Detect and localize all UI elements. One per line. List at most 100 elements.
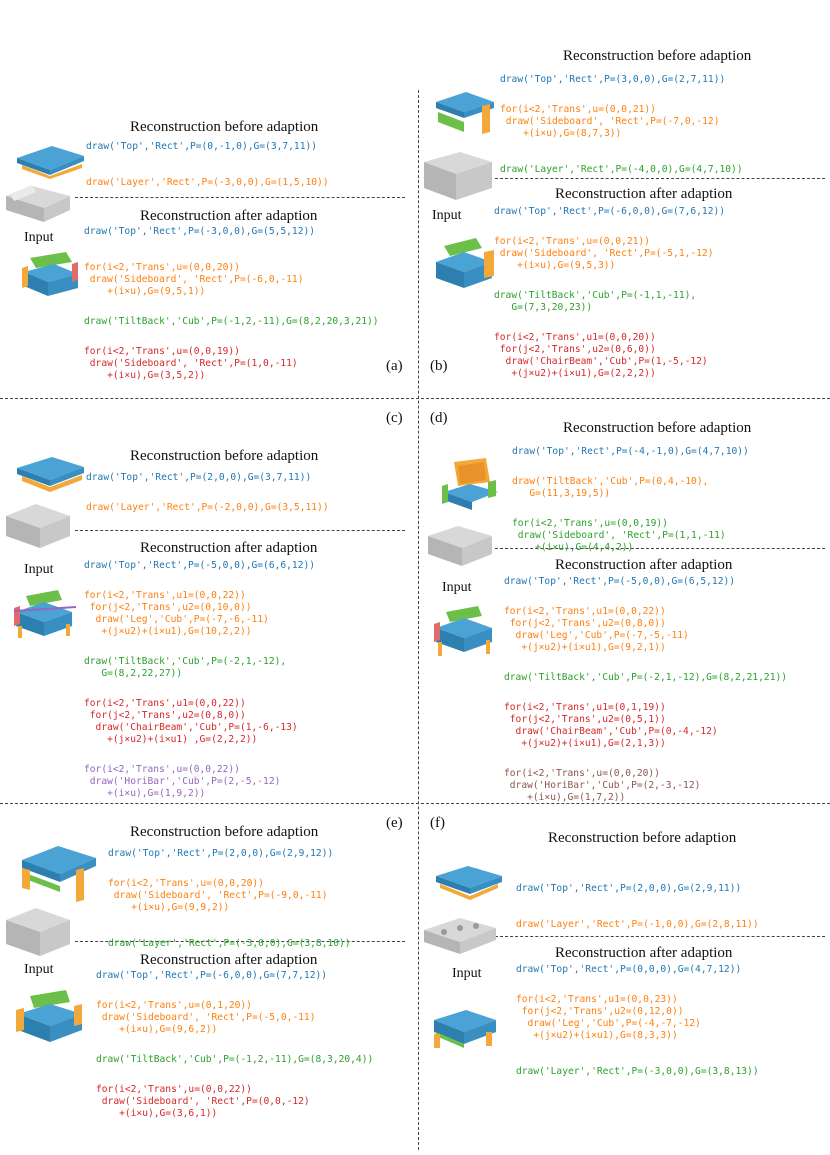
panel-d-before-code-line: G=(11,3,19,5)) [512,488,611,499]
panel-b-input-label: Input [432,208,462,223]
panel-f-label: (f) [430,815,445,831]
panel-d-after-code-line: for(j<2,'Trans',u2=(0,5,1)) [504,714,666,725]
panel-c-label: (c) [386,410,403,426]
panel-b-before-code-line: draw('Layer','Rect',P=(-4,0,0),G=(4,7,10… [500,164,743,175]
panel-d-after-code-line: draw('ChairBeam','Cub',P=(0,-4,-12) [504,726,718,737]
panel-d-after-code-line: draw('Top','Rect',P=(-5,0,0),G=(6,5,12)) [504,576,736,587]
row-separator-2 [0,803,830,804]
panel-c-after-heading: Reconstruction after adaption [140,540,318,556]
panel-c-before-code-line: draw('Top','Rect',P=(2,0,0),G=(3,7,11)) [86,472,312,483]
panel-d-after-code-line: draw('HoriBar','Cub',P=(2,-3,-12) [504,780,701,791]
panel-d-input-label: Input [442,580,472,595]
panel-a-input-render [6,185,70,222]
panel-e-before-code-line: draw('Top','Rect',P=(2,0,0),G=(2,9,12)) [108,848,334,859]
panel-e-input-render [6,908,70,956]
panel-e-before-code-line: draw('Layer','Rect',P=(-3,0,0),G=(3,8,10… [108,938,351,949]
panel-c-after-code-line: draw('Top','Rect',P=(-5,0,0),G=(6,6,12)) [84,560,316,571]
panel-d-after-code-line: +(i×u),G=(1,7,2)) [504,792,626,803]
panel-f-before-code-line: draw('Top','Rect',P=(2,0,0),G=(2,9,11)) [516,883,742,894]
panel-b-after-code-line: draw('Sideboard', 'Rect',P=(-5,1,-12) [494,248,714,259]
panel-d-label: (d) [430,410,448,426]
panel-b-after-code-line: draw('TiltBack','Cub',P=(-1,1,-11), [494,290,697,301]
panel-b-after-code-line: for(i<2,'Trans',u1=(0,0,20)) [494,332,656,343]
panel-f-after-code-line: +(j×u2)+(i×u1),G=(8,3,3)) [516,1030,678,1041]
panel-b-before-render [436,92,494,134]
panel-f-before-code-line: draw('Layer','Rect',P=(-1,0,0),G=(2,8,11… [516,919,759,930]
panel-b-before-code-line: for(i<2,'Trans',u=(0,0,21)) [500,104,656,115]
panel-e-after-code-line: draw('Sideboard', 'Rect',P=(-5,0,-11) [96,1012,316,1023]
panel-a-after-code-line: for(i<2,'Trans',u=(0,0,20)) [84,262,240,273]
panel-a-input-label: Input [24,230,54,245]
panel-a-before-heading: Reconstruction before adaption [130,119,319,135]
panel-f-after-code-line: draw('Leg','Cub',P=(-4,-7,-12) [516,1018,701,1029]
panel-a-after-code-line: +(i×u),G=(3,5,2)) [84,370,206,381]
panel-e-after-code-line: draw('Top','Rect',P=(-6,0,0),G=(7,7,12)) [96,970,328,981]
panel-f-divider [495,936,825,937]
panel-a-before-code-line: draw('Top','Rect',P=(0,-1,0),G=(3,7,11)) [86,141,318,152]
vertical-separator [418,90,419,1150]
panel-b-after-code-line: G=(7,3,20,23)) [494,302,593,313]
panel-b-label: (b) [430,358,448,374]
panel-c-after-code-line: +(i×u),G=(1,9,2)) [84,788,206,799]
row-separator-1 [0,398,830,399]
panel-e-before-code-line: +(i×u),G=(9,9,2)) [108,902,230,913]
panel-b-before-code-line: +(i×u),G=(8,7,3)) [500,128,622,139]
panel-d-after-code-line: for(j<2,'Trans',u2=(0,8,0)) [504,618,666,629]
panel-d-before-code-line: draw('TiltBack','Cub',P=(0,4,-10), [512,476,709,487]
panel-f-before-heading: Reconstruction before adaption [548,830,737,846]
panel-d-before-code-line: for(i<2,'Trans',u=(0,0,19)) [512,518,668,529]
panel-a-after-code-line: draw('Sideboard', 'Rect',P=(1,0,-11) [84,358,298,369]
panel-d-after-heading: Reconstruction after adaption [555,557,733,573]
panel-d-after-code-line: for(i<2,'Trans',u=(0,0,20)) [504,768,660,779]
panel-a-after-render [22,252,78,296]
panel-d-before-render [442,458,498,510]
panel-c-input-render [6,504,70,548]
panel-f-after-code-line: draw('Top','Rect',P=(0,0,0),G=(4,7,12)) [516,964,742,975]
panel-f-after-heading: Reconstruction after adaption [555,945,733,961]
panel-b-after-heading: Reconstruction after adaption [555,186,733,202]
panel-e-divider [75,941,405,942]
panel-c-after-code-line: for(i<2,'Trans',u1=(0,0,22)) [84,698,246,709]
panel-e-after-code-line: +(i×u),G=(3,6,1)) [96,1108,218,1119]
panel-b-before-heading: Reconstruction before adaption [563,48,752,64]
panel-e-after-code-line: for(i<2,'Trans',u=(0,0,22)) [96,1084,252,1095]
panel-a-before-code-line: draw('Layer','Rect',P=(-3,0,0),G=(1,5,10… [86,177,329,188]
panel-a-after-code-line: +(i×u),G=(9,5,1)) [84,286,206,297]
panel-d-after-code-line: draw('TiltBack','Cub',P=(-2,1,-12),G=(8,… [504,672,788,683]
panel-b-input-render [424,152,492,200]
panel-c-input-label: Input [24,562,54,577]
panel-c-divider [75,530,405,531]
panel-d-after-code-line: for(i<2,'Trans',u1=(0,1,19)) [504,702,666,713]
panel-e-before-code-line: for(i<2,'Trans',u=(0,0,20)) [108,878,264,889]
panel-e-before-render [22,846,96,902]
panel-c-after-code-line: for(j<2,'Trans',u2=(0,10,0)) [84,602,252,613]
panel-e-after-code-line: draw('Sideboard', 'Rect',P=(0,0,-12) [96,1096,310,1107]
panel-c-after-code-line: draw('TiltBack','Cub',P=(-2,1,-12), [84,656,287,667]
panel-d-input-render [428,526,492,566]
panel-a-after-code-line: draw('Sideboard', 'Rect',P=(-6,0,-11) [84,274,304,285]
panel-e-before-code-line: draw('Sideboard', 'Rect',P=(-9,0,-11) [108,890,328,901]
panel-d-before-code-line: +(i×u),G=(4,4,2)) [512,542,634,553]
panel-c-after-code-line: +(j×u2)+(i×u1),G=(10,2,2)) [84,626,252,637]
panel-e-after-code-line: draw('TiltBack','Cub',P=(-1,2,-11),G=(8,… [96,1054,374,1065]
panel-b-after-render [436,238,494,288]
panel-d-after-code-line: +(j×u2)+(i×u1),G=(9,2,1)) [504,642,666,653]
panel-d-after-code-line: +(j×u2)+(i×u1),G=(2,1,3)) [504,738,666,749]
panel-b-before-code-line: draw('Top','Rect',P=(3,0,0),G=(2,7,11)) [500,74,726,85]
panel-b-divider [495,178,825,179]
panel-a-before-render [17,146,84,179]
panel-e-after-render [16,990,82,1042]
panel-d-after-code-line: draw('Leg','Cub',P=(-7,-5,-11) [504,630,689,641]
panel-c-after-code-line: for(j<2,'Trans',u2=(0,8,0)) [84,710,246,721]
panel-c-after-code-line: +(j×u2)+(i×u1) ,G=(2,2,2)) [84,734,258,745]
panel-c-after-code-line: for(i<2,'Trans',u=(0,0,22)) [84,764,240,775]
panel-d-before-code-line: draw('Top','Rect',P=(-4,-1,0),G=(4,7,10)… [512,446,749,457]
panel-b-after-code-line: +(j×u2)+(i×u1),G=(2,2,2)) [494,368,656,379]
panel-e-before-heading: Reconstruction before adaption [130,824,319,840]
panel-e-after-heading: Reconstruction after adaption [140,952,318,968]
panel-c-after-code-line: draw('HoriBar','Cub',P=(2,-5,-12) [84,776,281,787]
panel-d-after-render [434,606,492,656]
panel-e-after-code-line: +(i×u),G=(9,6,2)) [96,1024,218,1035]
panel-f-input-render [424,918,496,954]
panel-c-before-render [17,457,84,492]
